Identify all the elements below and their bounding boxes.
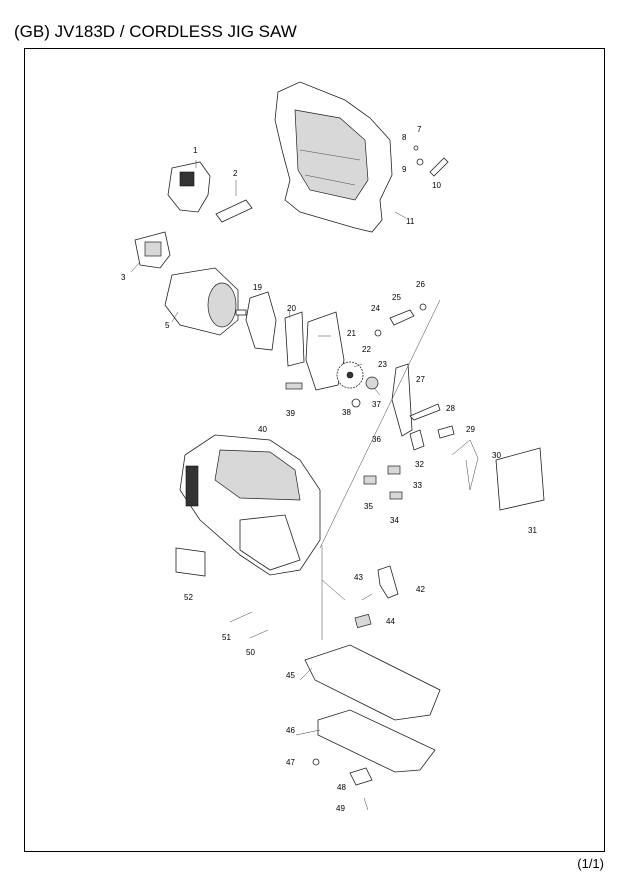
part-label-47: 47 <box>286 758 295 767</box>
part-label-45: 45 <box>286 671 295 680</box>
part-label-35: 35 <box>364 502 373 511</box>
part-label-39: 39 <box>286 409 295 418</box>
part-label-36: 36 <box>372 435 381 444</box>
part-label-2: 2 <box>233 169 238 178</box>
part-labels: 1235789101119202122232425262728293031323… <box>121 125 537 813</box>
guard-part <box>495 447 545 511</box>
gear-plate-part <box>305 311 345 391</box>
part-label-1: 1 <box>193 146 198 155</box>
part-label-34: 34 <box>390 516 399 525</box>
label-plate-part <box>175 547 206 577</box>
bracket-part <box>245 291 277 351</box>
pin-part <box>215 199 253 223</box>
screw-part <box>312 758 320 766</box>
part-label-48: 48 <box>337 783 346 792</box>
part-label-30: 30 <box>492 451 501 460</box>
screw-part <box>229 611 253 623</box>
roller-part <box>389 309 415 326</box>
part-label-31: 31 <box>528 526 537 535</box>
part-label-20: 20 <box>287 304 296 313</box>
clip-part <box>349 767 373 786</box>
slider-part <box>391 363 413 437</box>
part-label-25: 25 <box>392 293 401 302</box>
part-label-46: 46 <box>286 726 295 735</box>
housing-set-part <box>179 434 321 576</box>
part-label-27: 27 <box>416 375 425 384</box>
bearing-part <box>365 376 379 390</box>
spacer-part <box>285 382 303 390</box>
part-label-32: 32 <box>415 460 424 469</box>
part-label-19: 19 <box>253 283 262 292</box>
pad-part <box>387 465 401 475</box>
part-label-51: 51 <box>222 633 231 642</box>
spring-part <box>451 439 479 491</box>
base-plate-part <box>317 709 436 773</box>
diagram-frame <box>24 48 605 852</box>
gear-part <box>336 361 364 389</box>
part-label-11: 11 <box>406 217 415 226</box>
o-ring-part <box>374 329 382 337</box>
part-label-26: 26 <box>416 280 425 289</box>
motor-part <box>164 267 247 336</box>
part-label-33: 33 <box>413 481 422 490</box>
part-label-3: 3 <box>121 273 126 282</box>
base-part <box>304 644 441 721</box>
pad-part <box>389 491 403 500</box>
part-label-5: 5 <box>165 321 170 330</box>
leader-lines <box>130 160 441 736</box>
part-label-37: 37 <box>372 400 381 409</box>
terminal-part <box>134 231 171 269</box>
part-label-49: 49 <box>336 804 345 813</box>
part-label-50: 50 <box>246 648 255 657</box>
part-label-10: 10 <box>432 181 441 190</box>
lever-part <box>377 565 399 599</box>
washer-part <box>351 398 361 408</box>
pin-part <box>361 593 373 601</box>
washer-part <box>416 158 424 166</box>
part-label-52: 52 <box>184 593 193 602</box>
part-label-38: 38 <box>342 408 351 417</box>
lever-part <box>409 403 441 421</box>
screw-part <box>413 145 419 151</box>
part-label-8: 8 <box>402 133 407 142</box>
part-label-43: 43 <box>354 573 363 582</box>
part-label-22: 22 <box>362 345 371 354</box>
part-label-44: 44 <box>386 617 395 626</box>
page-number: (1/1) <box>577 856 604 871</box>
part-label-40: 40 <box>258 425 267 434</box>
clamp-part <box>409 429 425 451</box>
part-label-28: 28 <box>446 404 455 413</box>
screw-part <box>363 797 369 811</box>
plate-part <box>284 311 305 367</box>
part-label-29: 29 <box>466 425 475 434</box>
housing-part <box>274 81 393 233</box>
pad-part <box>363 475 377 485</box>
o-ring-part <box>419 303 427 311</box>
part-label-23: 23 <box>378 360 387 369</box>
page-title: (GB) JV183D / CORDLESS JIG SAW <box>14 22 297 41</box>
part-label-24: 24 <box>371 304 380 313</box>
part-label-42: 42 <box>416 585 425 594</box>
screw-part <box>249 629 269 639</box>
part-label-21: 21 <box>347 329 356 338</box>
knob-part <box>429 157 449 177</box>
part-label-9: 9 <box>402 165 407 174</box>
part-label-7: 7 <box>417 125 422 134</box>
screw-part <box>437 425 455 439</box>
nut-part <box>354 613 372 629</box>
switch-part <box>167 161 211 213</box>
